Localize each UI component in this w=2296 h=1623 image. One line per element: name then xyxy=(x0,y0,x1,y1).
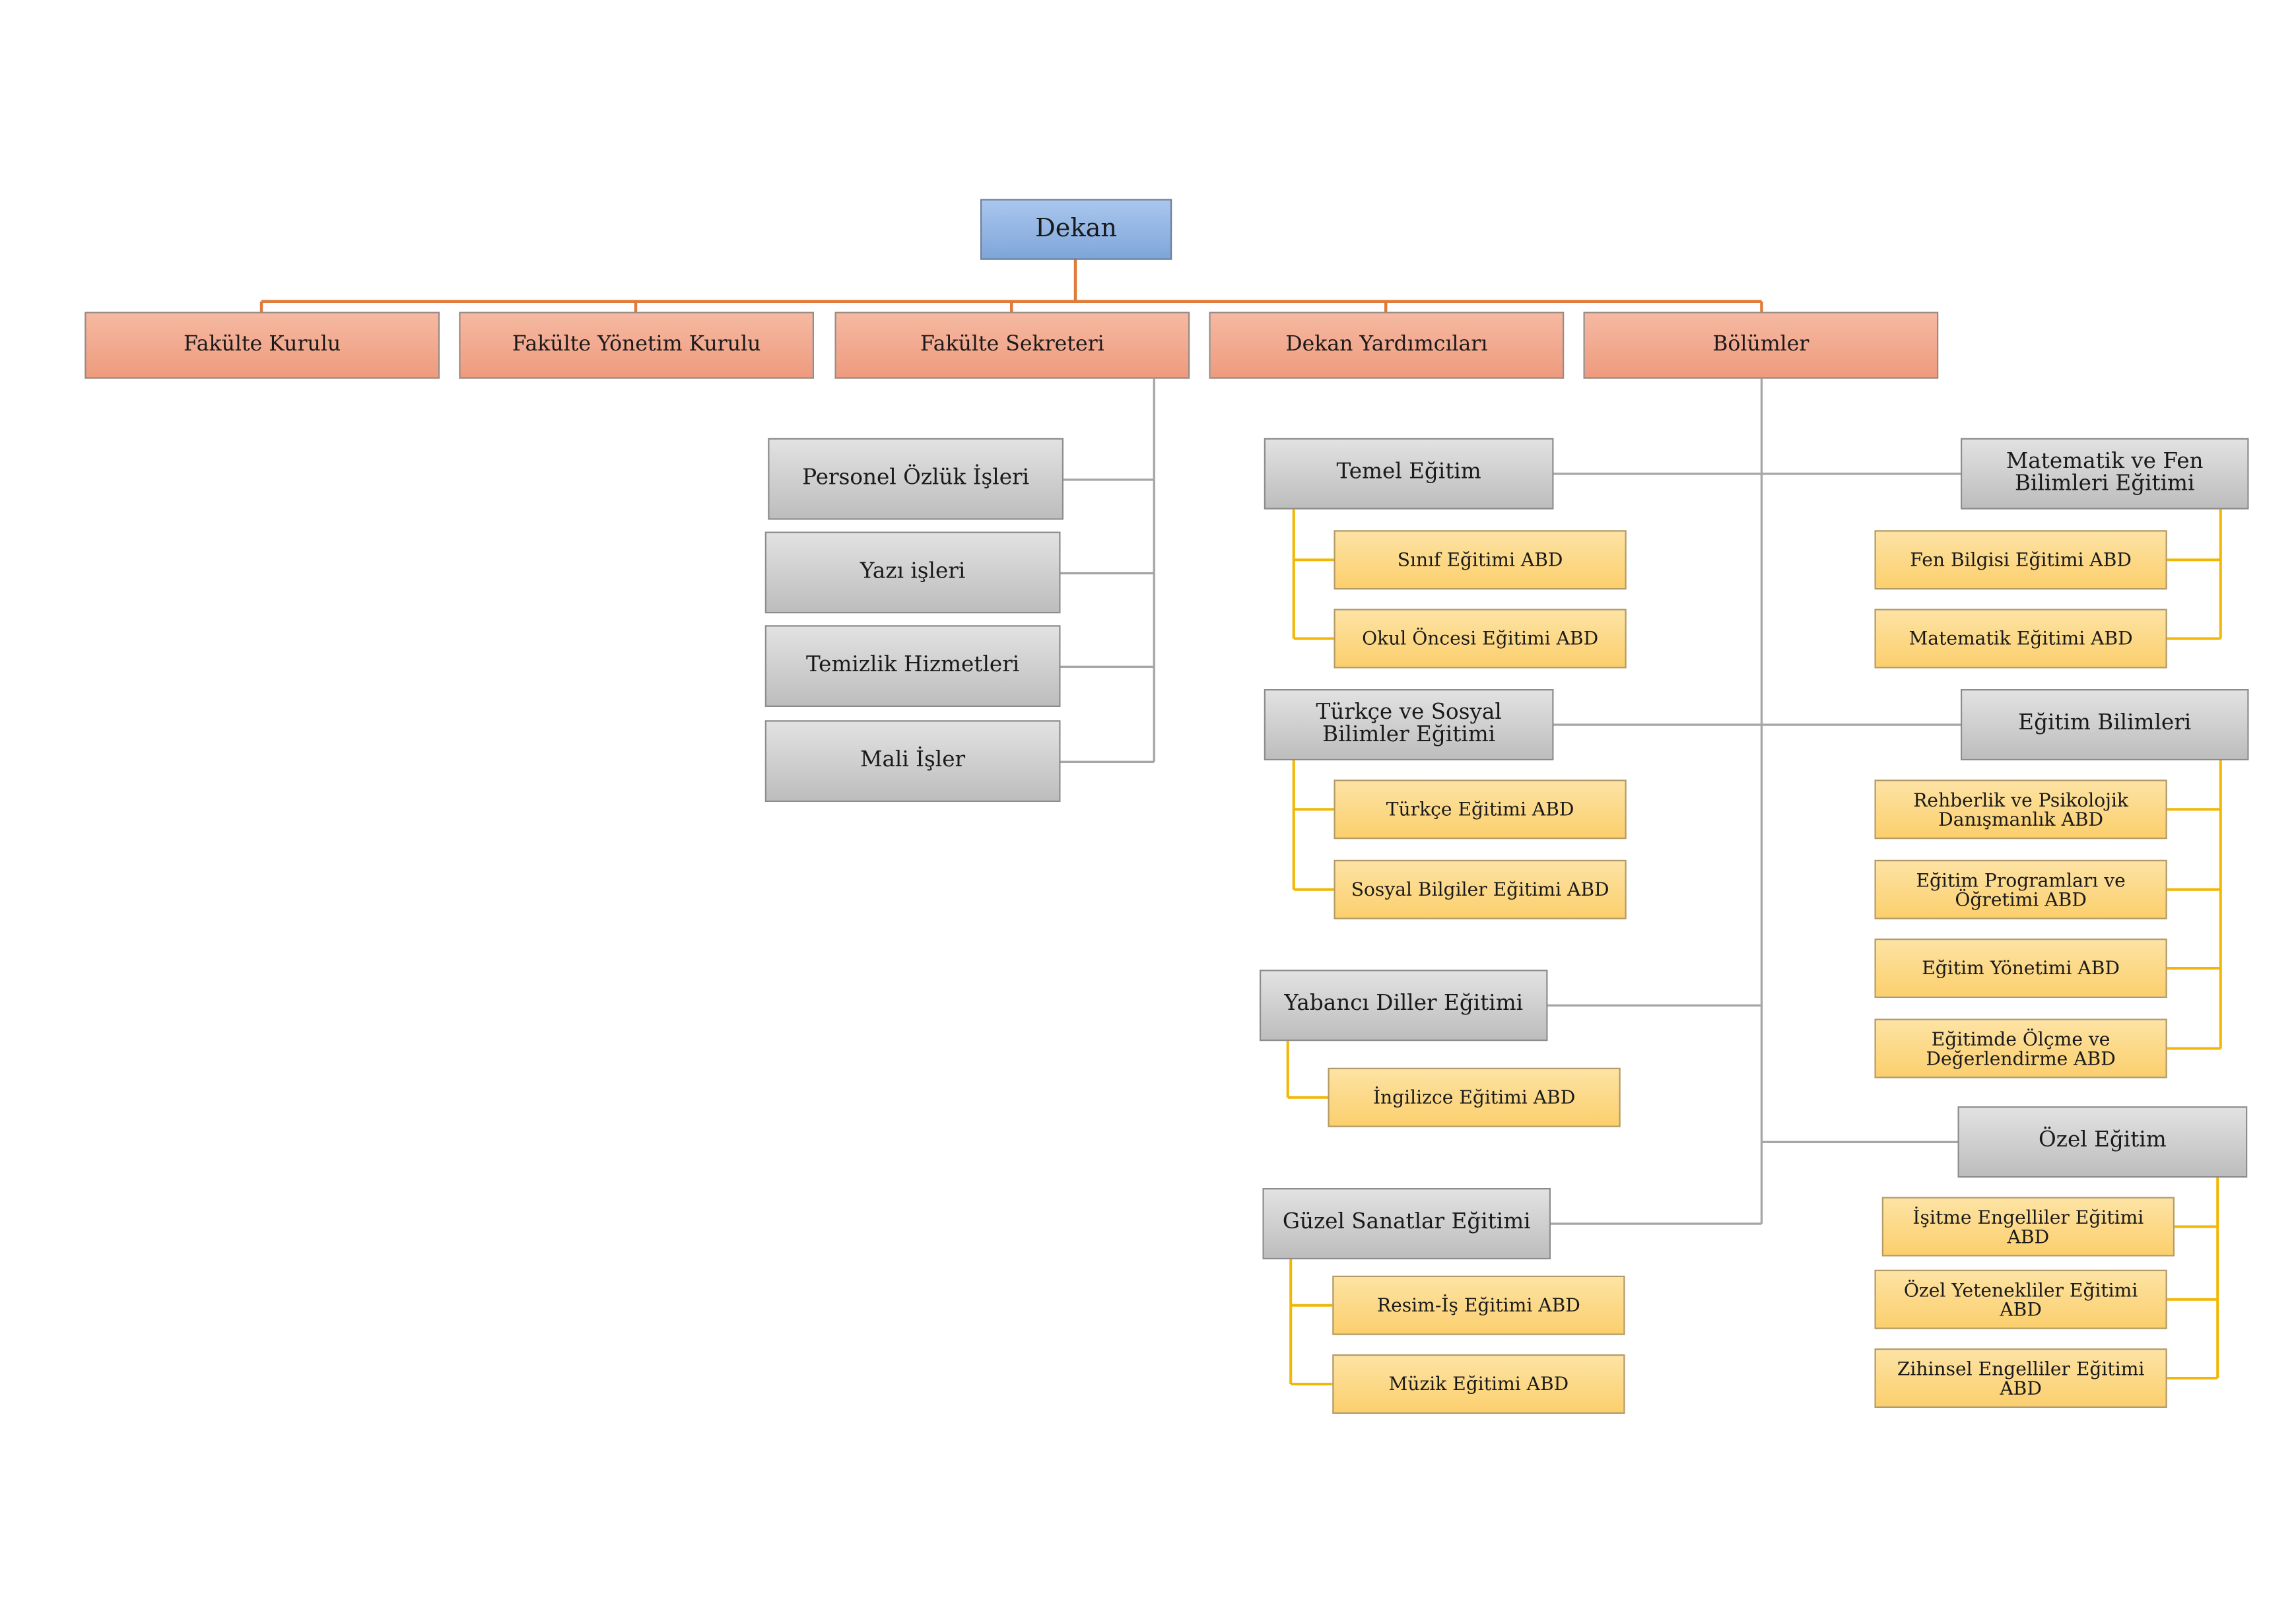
dept-matfen-box: Matematik ve Fen Bilimleri Eğitimi xyxy=(1961,438,2249,510)
dean-connectors xyxy=(259,258,1763,312)
faculty-secretary-box: Fakülte Sekreteri xyxy=(834,312,1190,379)
abd-sinif-box: Sınıf Eğitimi ABD xyxy=(1334,530,1627,590)
abd-olcme-box: Eğitimde Ölçme ve Değerlendirme ABD xyxy=(1874,1018,2167,1078)
abd-resim-box: Resim-İş Eğitimi ABD xyxy=(1332,1275,1625,1335)
dept-guzel-box: Güzel Sanatlar Eğitimi xyxy=(1262,1188,1551,1259)
abd-ingilizce-box: İngilizce Eğitimi ABD xyxy=(1328,1067,1621,1127)
departments-box: Bölümler xyxy=(1583,312,1939,379)
abd-connectors xyxy=(1286,509,2222,1386)
abd-fen-box: Fen Bilgisi Eğitimi ABD xyxy=(1874,530,2167,590)
cleaning-services-box: Temizlik Hizmetleri xyxy=(764,625,1061,707)
abd-programlar-box: Eğitim Programları ve Öğretimi ABD xyxy=(1874,859,2167,919)
abd-muzik-box: Müzik Eğitimi ABD xyxy=(1332,1354,1625,1414)
dept-temel-box: Temel Eğitim xyxy=(1264,438,1554,510)
department-connectors xyxy=(1547,378,1961,1225)
personnel-affairs-box: Personel Özlük İşleri xyxy=(768,438,1064,520)
financial-affairs-box: Mali İşler xyxy=(764,720,1061,802)
dept-egitim-bilimleri-box: Eğitim Bilimleri xyxy=(1961,689,2249,760)
dept-yabanci-box: Yabancı Diller Eğitimi xyxy=(1260,970,1548,1042)
faculty-board-box: Fakülte Kurulu xyxy=(84,312,440,379)
abd-yonetim-box: Eğitim Yönetimi ABD xyxy=(1874,939,2167,998)
dept-turkce-box: Türkçe ve Sosyal Bilimler Eğitimi xyxy=(1264,689,1554,760)
secretary-connectors xyxy=(1060,378,1155,763)
abd-isitme-box: İşitme Engelliler Eğitimi ABD xyxy=(1881,1197,2175,1257)
abd-turkce-box: Türkçe Eğitimi ABD xyxy=(1334,779,1627,840)
abd-okul-oncesi-box: Okul Öncesi Eğitimi ABD xyxy=(1334,609,1627,669)
faculty-executive-board-box: Fakülte Yönetim Kurulu xyxy=(459,312,814,379)
abd-sosyal-box: Sosyal Bilgiler Eğitimi ABD xyxy=(1334,859,1627,919)
abd-zihinsel-box: Zihinsel Engelliler Eğitimi ABD xyxy=(1874,1348,2167,1408)
dept-ozel-box: Özel Eğitim xyxy=(1957,1106,2248,1178)
dean-box: Dekan xyxy=(980,199,1172,260)
abd-ozel-yetenek-box: Özel Yetenekliler Eğitimi ABD xyxy=(1874,1269,2167,1329)
abd-matematik-box: Matematik Eğitimi ABD xyxy=(1874,609,2167,669)
vice-deans-box: Dekan Yardımcıları xyxy=(1209,312,1565,379)
correspondence-box: Yazı işleri xyxy=(764,531,1061,614)
abd-rehberlik-box: Rehberlik ve Psikolojik Danışmanlık ABD xyxy=(1874,779,2167,840)
